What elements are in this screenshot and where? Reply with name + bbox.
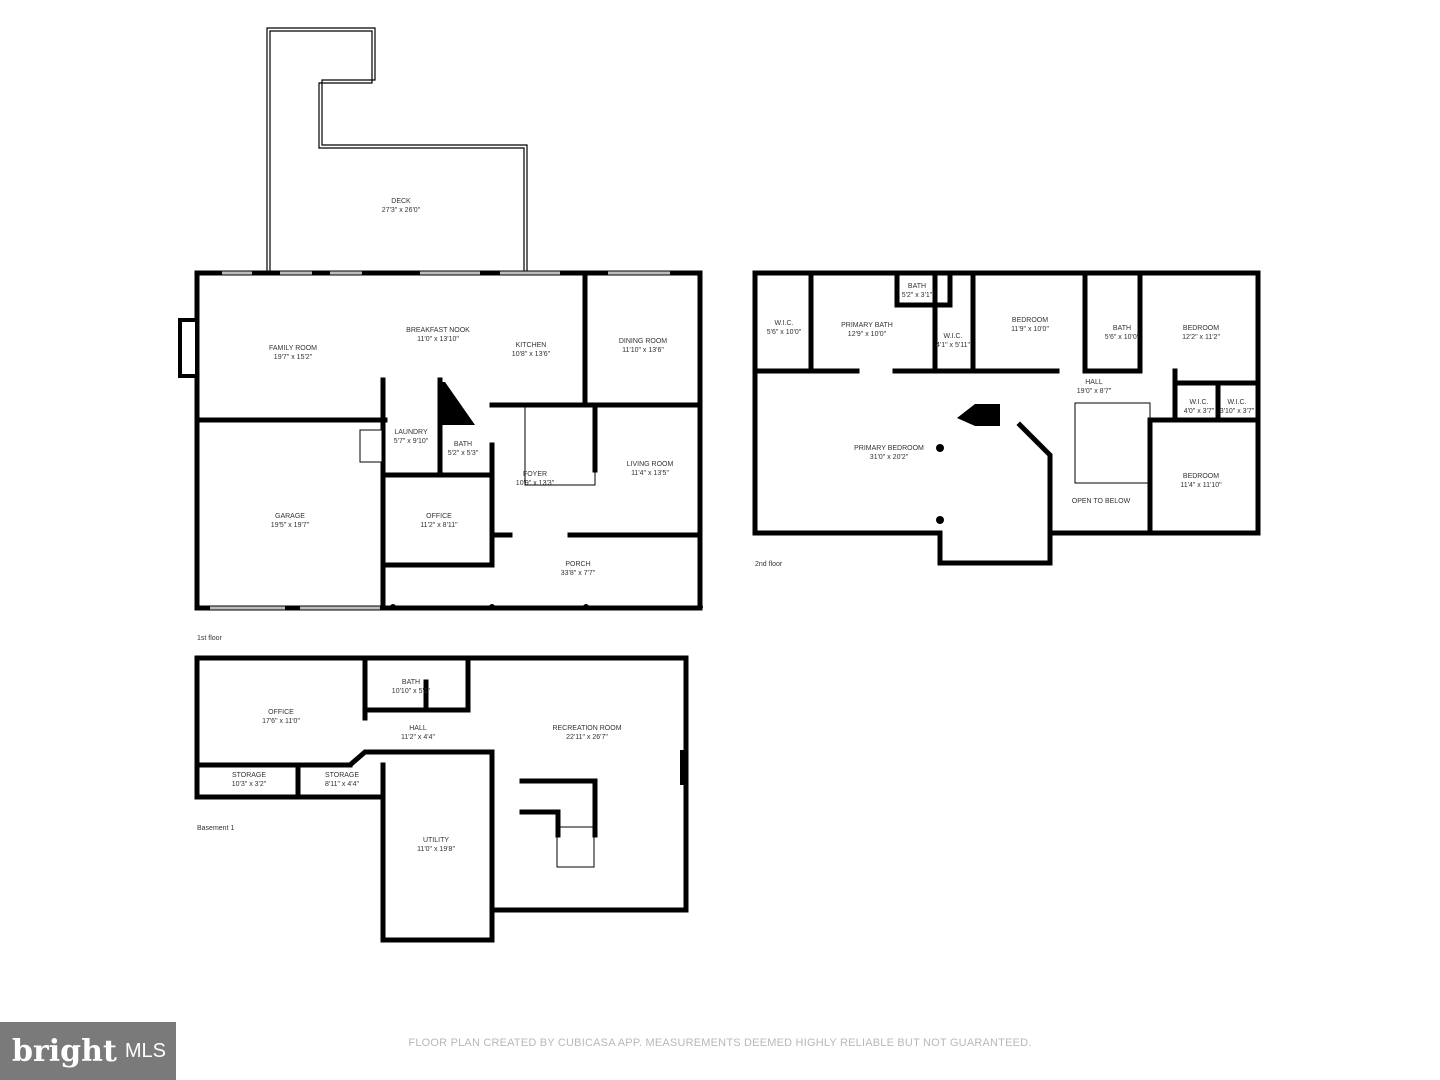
room-dimensions: 19'5" x 19'7" bbox=[271, 522, 310, 529]
room-name: BATH bbox=[908, 283, 926, 290]
room-name: BEDROOM bbox=[1183, 473, 1219, 480]
room-name: PORCH bbox=[565, 561, 590, 568]
room-name: OPEN TO BELOW bbox=[1072, 498, 1131, 505]
room-dimensions: 4'1" x 5'11" bbox=[936, 342, 970, 349]
room-name: BREAKFAST NOOK bbox=[406, 327, 470, 334]
floor-label-first: 1st floor bbox=[197, 635, 223, 642]
room-name: FOYER bbox=[523, 471, 547, 478]
room-dimensions: 17'6" x 11'0" bbox=[262, 718, 300, 725]
room-dimensions: 8'11" x 4'4" bbox=[325, 781, 359, 788]
logo-brand: bright bbox=[12, 1033, 117, 1069]
bright-mls-logo: bright MLS bbox=[0, 1022, 176, 1080]
room-name: HALL bbox=[1085, 379, 1103, 386]
room-name: DECK bbox=[391, 198, 411, 205]
room-dimensions: 4'0" x 3'7" bbox=[1184, 408, 1215, 415]
room-dimensions: 22'11" x 26'7" bbox=[566, 734, 608, 741]
room-name: KITCHEN bbox=[516, 342, 547, 349]
room-dimensions: 31'0" x 20'2" bbox=[870, 454, 909, 461]
room-name: UTILITY bbox=[423, 837, 449, 844]
room-dimensions: 10'10" x 5'1" bbox=[392, 688, 431, 695]
room-dimensions: 19'7" x 15'2" bbox=[274, 354, 313, 361]
disclaimer-footer: FLOOR PLAN CREATED BY CUBICASA APP. MEAS… bbox=[408, 1037, 1032, 1049]
room-name: BEDROOM bbox=[1183, 325, 1219, 332]
room-name: FAMILY ROOM bbox=[269, 345, 317, 352]
room-dimensions: 11'10" x 13'6" bbox=[622, 347, 664, 354]
room-name: W.I.C. bbox=[774, 320, 793, 327]
room-dimensions: 5'6" x 10'0" bbox=[767, 329, 802, 336]
room-dimensions: 10'9" x 13'3" bbox=[516, 480, 555, 487]
room-name: LAUNDRY bbox=[394, 429, 428, 436]
room-name: STORAGE bbox=[325, 772, 359, 779]
room-dimensions: 19'0" x 8'7" bbox=[1077, 388, 1112, 395]
room-dimensions: 5'7" x 9'10" bbox=[394, 438, 429, 445]
room-dimensions: 33'8" x 7'7" bbox=[561, 570, 596, 577]
room-dimensions: 12'2" x 11'2" bbox=[1182, 334, 1220, 341]
room-name: BATH bbox=[1113, 325, 1131, 332]
room-name: LIVING ROOM bbox=[627, 461, 674, 468]
room-name: BEDROOM bbox=[1012, 317, 1048, 324]
room-name: BATH bbox=[454, 441, 472, 448]
room-name: W.I.C. bbox=[1227, 399, 1246, 406]
basement-walls bbox=[194, 655, 689, 943]
room-dimensions: 11'9" x 10'0" bbox=[1011, 326, 1049, 333]
first-floor-walls bbox=[178, 270, 703, 611]
room-name: PRIMARY BATH bbox=[841, 322, 893, 329]
room-dimensions: 11'2" x 8'11" bbox=[420, 522, 458, 529]
room-name: PRIMARY BEDROOM bbox=[854, 445, 924, 452]
room-dimensions: 5'2" x 5'3" bbox=[448, 450, 479, 457]
room-dimensions: 11'0" x 19'8" bbox=[417, 846, 455, 853]
room-dimensions: 11'2" x 4'4" bbox=[401, 734, 435, 741]
room-dimensions: 12'9" x 10'0" bbox=[848, 331, 887, 338]
room-name: GARAGE bbox=[275, 513, 305, 520]
logo-suffix: MLS bbox=[124, 1039, 166, 1062]
room-name: HALL bbox=[409, 725, 427, 732]
deck-outline bbox=[266, 27, 528, 274]
second-floor-walls bbox=[752, 270, 1261, 566]
room-name: W.I.C. bbox=[943, 333, 962, 340]
room-dimensions: 27'3" x 26'0" bbox=[382, 207, 421, 214]
room-dimensions: 10'3" x 3'2" bbox=[232, 781, 267, 788]
room-name: OFFICE bbox=[268, 709, 294, 716]
room-name: RECREATION ROOM bbox=[552, 725, 621, 732]
room-name: W.I.C. bbox=[1189, 399, 1208, 406]
room-name: OFFICE bbox=[426, 513, 452, 520]
room-dimensions: 5'2" x 3'1" bbox=[902, 292, 933, 299]
room-name: BATH bbox=[402, 679, 420, 686]
floor-label-basement: Basement 1 bbox=[197, 825, 234, 832]
room-dimensions: 11'4" x 11'10" bbox=[1180, 482, 1222, 489]
room-dimensions: 5'6" x 10'0" bbox=[1105, 334, 1140, 341]
room-dimensions: 10'8" x 13'6" bbox=[512, 351, 551, 358]
room-name: STORAGE bbox=[232, 772, 266, 779]
floor-label-second: 2nd floor bbox=[755, 561, 783, 568]
room-name: DINING ROOM bbox=[619, 338, 667, 345]
room-dimensions: 11'0" x 13'10" bbox=[417, 336, 459, 343]
deck-outline-inner bbox=[269, 30, 525, 274]
room-dimensions: 3'10" x 3'7" bbox=[1220, 408, 1255, 415]
room-dimensions: 11'4" x 13'5" bbox=[631, 470, 669, 477]
